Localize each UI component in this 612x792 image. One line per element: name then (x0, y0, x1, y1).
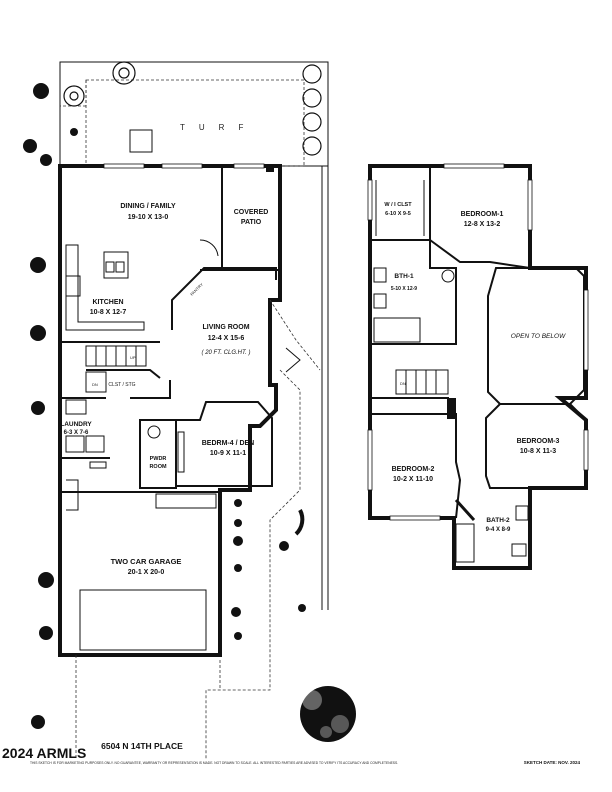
room-name-pwdr-room-2: ROOM (149, 464, 167, 470)
room-dims-bedroom-1: 12-8 X 13-2 (464, 221, 501, 228)
room-name-dining-family: DINING / FAMILY (120, 203, 176, 210)
shrub-icon (234, 564, 242, 572)
room-dims-wi-closet: 6-10 X 9-5 (385, 211, 411, 217)
shrub-icon (231, 607, 241, 617)
courtyard-arc (294, 509, 305, 536)
shower-icon (373, 317, 421, 343)
kitchen-island (103, 251, 129, 279)
room-name-garage: TWO CAR GARAGE (111, 557, 182, 566)
garage-door (79, 589, 207, 651)
shrub-icon (31, 715, 45, 729)
stair-label-dn-upper: DN (400, 381, 406, 386)
room-name-closet-storage: CLST / STG (108, 382, 135, 388)
room-dims-dining-family: 19-10 X 13-0 (128, 214, 169, 221)
room-note-living-room: ( 20 FT. CLG.HT. ) (202, 350, 251, 356)
shrub-icon (23, 139, 37, 153)
shrub-icon (234, 499, 242, 507)
shrub-icon (233, 536, 243, 546)
room-name-bedroom-3: BEDROOM-3 (517, 438, 560, 445)
tree-icon (300, 686, 356, 742)
room-dims-bedroom-3: 10-8 X 11-3 (520, 448, 556, 455)
walkways (75, 299, 321, 760)
room-name-living-room: LIVING ROOM (202, 324, 249, 331)
second-floor (367, 163, 589, 570)
room-dims-garage: 20-1 X 20-0 (128, 569, 165, 576)
shrub-icon (31, 401, 45, 415)
armls-watermark: 2024 ARMLS (2, 745, 86, 761)
stair-label-dn: DN (92, 382, 98, 387)
first-floor (58, 163, 282, 657)
stair-label-up: UP (130, 355, 136, 360)
turf-label: TURF (180, 123, 257, 132)
shrub-icon (298, 604, 306, 612)
flower-shrub-icon (302, 136, 322, 156)
shrub-icon (234, 632, 242, 640)
shrub-icon (38, 572, 54, 588)
toilet-icon (147, 425, 161, 439)
room-dims-bath-1: 5-10 X 12-9 (391, 286, 417, 292)
flower-shrub-icon (302, 112, 322, 132)
shrub-icon (279, 541, 289, 551)
shrub-icon (30, 257, 46, 273)
property-address: 6504 N 14TH PLACE (101, 741, 183, 751)
room-name-covered-patio-2: PATIO (241, 219, 262, 226)
footer: 6504 N 14TH PLACE 2024 ARMLS THIS SKETCH… (2, 741, 580, 765)
room-name-bedroom-4-den: BEDRM-4 / DEN (202, 440, 255, 447)
room-dims-bath-2: 9-4 X 8-9 (486, 527, 511, 533)
room-name-covered-patio-1: COVERED (234, 209, 269, 216)
shrub-icon (234, 519, 242, 527)
turf-marker (129, 129, 153, 153)
flower-shrub-icon (112, 61, 136, 85)
flower-shrub-icon (302, 64, 322, 84)
room-dims-bedroom-4-den: 10-9 X 11-1 (210, 450, 246, 457)
room-labels: DINING / FAMILY 19-10 X 13-0 COVERED PAT… (60, 202, 566, 576)
room-name-bedroom-1: BEDROOM-1 (461, 211, 504, 218)
room-dims-laundry: 6-3 X 7-6 (64, 430, 89, 436)
room-name-kitchen: KITCHEN (92, 299, 123, 306)
stairs (395, 369, 449, 395)
flower-shrub-icon (302, 88, 322, 108)
room-name-bath-1: BTH-1 (394, 273, 414, 280)
room-name-open-to-below: OPEN TO BELOW (511, 333, 566, 340)
cooktop-icon (65, 275, 81, 297)
backyard: TURF (59, 61, 329, 610)
toilet-icon (441, 269, 455, 283)
room-name-bath-2: BATH-2 (486, 517, 510, 524)
room-dims-living-room: 12-4 X 15-6 (208, 335, 245, 342)
flower-shrub-icon (63, 85, 85, 107)
bathtub-icon (455, 523, 475, 563)
room-dims-kitchen: 10-8 X 12-7 (90, 309, 127, 316)
room-name-wi-closet: W / I CLST (384, 202, 412, 208)
sketch-date: SKETCH DATE: NOV. 2024 (524, 760, 581, 765)
room-dims-bedroom-2: 10-2 X 11-10 (393, 476, 433, 483)
shrub-icon (30, 325, 46, 341)
shrub-icon (33, 83, 49, 99)
landscape-shrubs (23, 61, 356, 742)
room-name-bedroom-2: BEDROOM-2 (392, 466, 435, 473)
shrub-icon (40, 154, 52, 166)
shrub-icon (39, 626, 53, 640)
disclaimer: THIS SKETCH IS FOR MARKETING PURPOSES ON… (30, 761, 398, 765)
room-name-pantry: PANTRY (189, 282, 204, 297)
room-name-laundry: LAUNDRY (60, 421, 92, 428)
room-name-pwdr-room-1: PWDR (150, 456, 167, 462)
